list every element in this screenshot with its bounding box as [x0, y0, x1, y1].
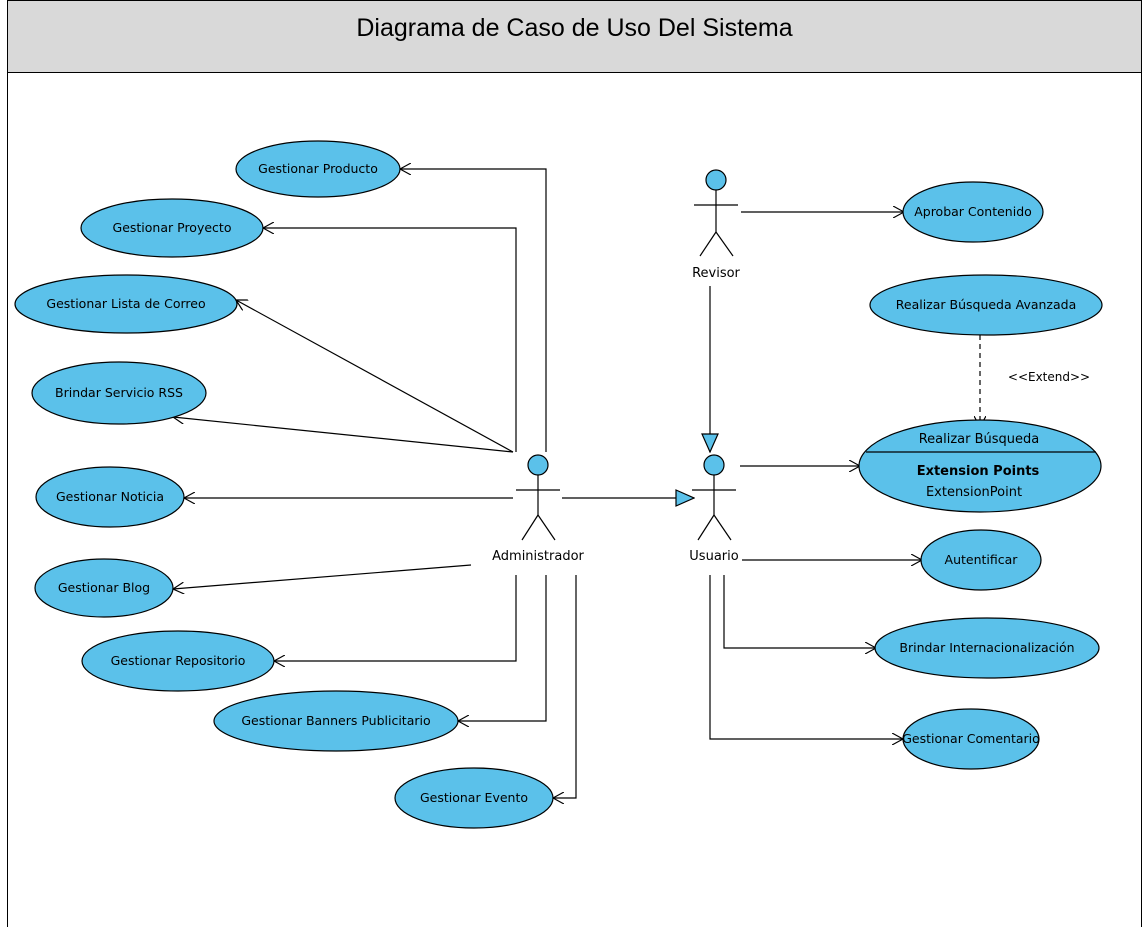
- usecase-gestionar-blog[interactable]: [34, 558, 174, 618]
- usecase-label: Brindar Internacionalización: [899, 640, 1074, 655]
- actor-label-revisor: Revisor: [692, 266, 740, 281]
- assoc-admin-producto: [400, 169, 547, 452]
- usecase-gestionar-proyecto[interactable]: [80, 198, 264, 258]
- diagram-frame: [7, 0, 1142, 927]
- actor-head: [705, 169, 727, 191]
- usecase-label: Gestionar Banners Publicitario: [241, 713, 430, 728]
- admin-associations: [173, 169, 577, 798]
- actor-administrador[interactable]: [516, 454, 560, 541]
- usecase-autentificar[interactable]: [920, 529, 1042, 591]
- usecase-gestionar-repositorio[interactable]: [81, 630, 275, 692]
- usecase-label: Aprobar Contenido: [914, 204, 1032, 219]
- usecase-gestionar-noticia[interactable]: [35, 466, 185, 528]
- user-associations: [709, 212, 922, 739]
- usecase-label: Gestionar Comentario: [902, 731, 1040, 746]
- usecase-gestionar-banners[interactable]: [213, 690, 459, 752]
- assoc-admin-banners: [458, 575, 547, 721]
- usecase-gestionar-evento[interactable]: [394, 767, 554, 829]
- usecase-label: Gestionar Noticia: [56, 489, 164, 504]
- usecase-label: Gestionar Evento: [420, 790, 528, 805]
- assoc-admin-rss: [173, 417, 514, 453]
- usecase-gestionar-producto[interactable]: [235, 140, 401, 198]
- usecase-label: Gestionar Repositorio: [111, 653, 246, 668]
- extend-label: <<Extend>>: [1008, 370, 1090, 384]
- diagram-title: Diagrama de Caso de Uso Del Sistema: [356, 14, 793, 42]
- assoc-admin-proyecto: [263, 228, 517, 452]
- actor-label-administrador: Administrador: [492, 549, 584, 564]
- usecase-label: Gestionar Lista de Correo: [46, 296, 205, 311]
- actor-revisor[interactable]: [694, 169, 738, 257]
- assoc-usuario-internacionalizacion: [723, 575, 876, 648]
- usecase-aprobar-contenido[interactable]: [902, 181, 1044, 243]
- actor-usuario[interactable]: [692, 454, 736, 541]
- title-bar: Diagrama de Caso de Uso Del Sistema: [7, 0, 1142, 73]
- actor-head: [703, 454, 725, 476]
- assoc-admin-lista-correo: [236, 300, 514, 453]
- usecase-gestionar-comentario[interactable]: [902, 708, 1040, 770]
- assoc-admin-evento: [553, 575, 577, 798]
- assoc-admin-repositorio: [274, 575, 517, 661]
- usecase-label: Autentificar: [945, 552, 1019, 567]
- actor-label-usuario: Usuario: [689, 549, 738, 564]
- usecase-gestionar-lista-correo[interactable]: [14, 274, 238, 334]
- usecase-label: Brindar Servicio RSS: [55, 385, 183, 400]
- assoc-admin-blog: [173, 564, 472, 589]
- usecase-label: Realizar Búsqueda Avanzada: [896, 297, 1077, 312]
- usecase-realizar-busqueda[interactable]: [858, 419, 1102, 513]
- usecase-label: Gestionar Blog: [58, 580, 150, 595]
- usecase-internacionalizacion[interactable]: [874, 617, 1100, 679]
- extension-point-label: ExtensionPoint: [926, 485, 1022, 500]
- actor-head: [527, 454, 549, 476]
- usecase-brindar-rss[interactable]: [31, 361, 207, 425]
- usecase-busqueda-avanzada[interactable]: [869, 274, 1103, 336]
- assoc-usuario-comentario: [709, 575, 903, 739]
- usecase-label: Gestionar Producto: [258, 161, 378, 176]
- usecase-label: Realizar Búsqueda: [919, 432, 1040, 447]
- extension-points-header: Extension Points: [917, 464, 1040, 479]
- usecase-label: Gestionar Proyecto: [113, 220, 232, 235]
